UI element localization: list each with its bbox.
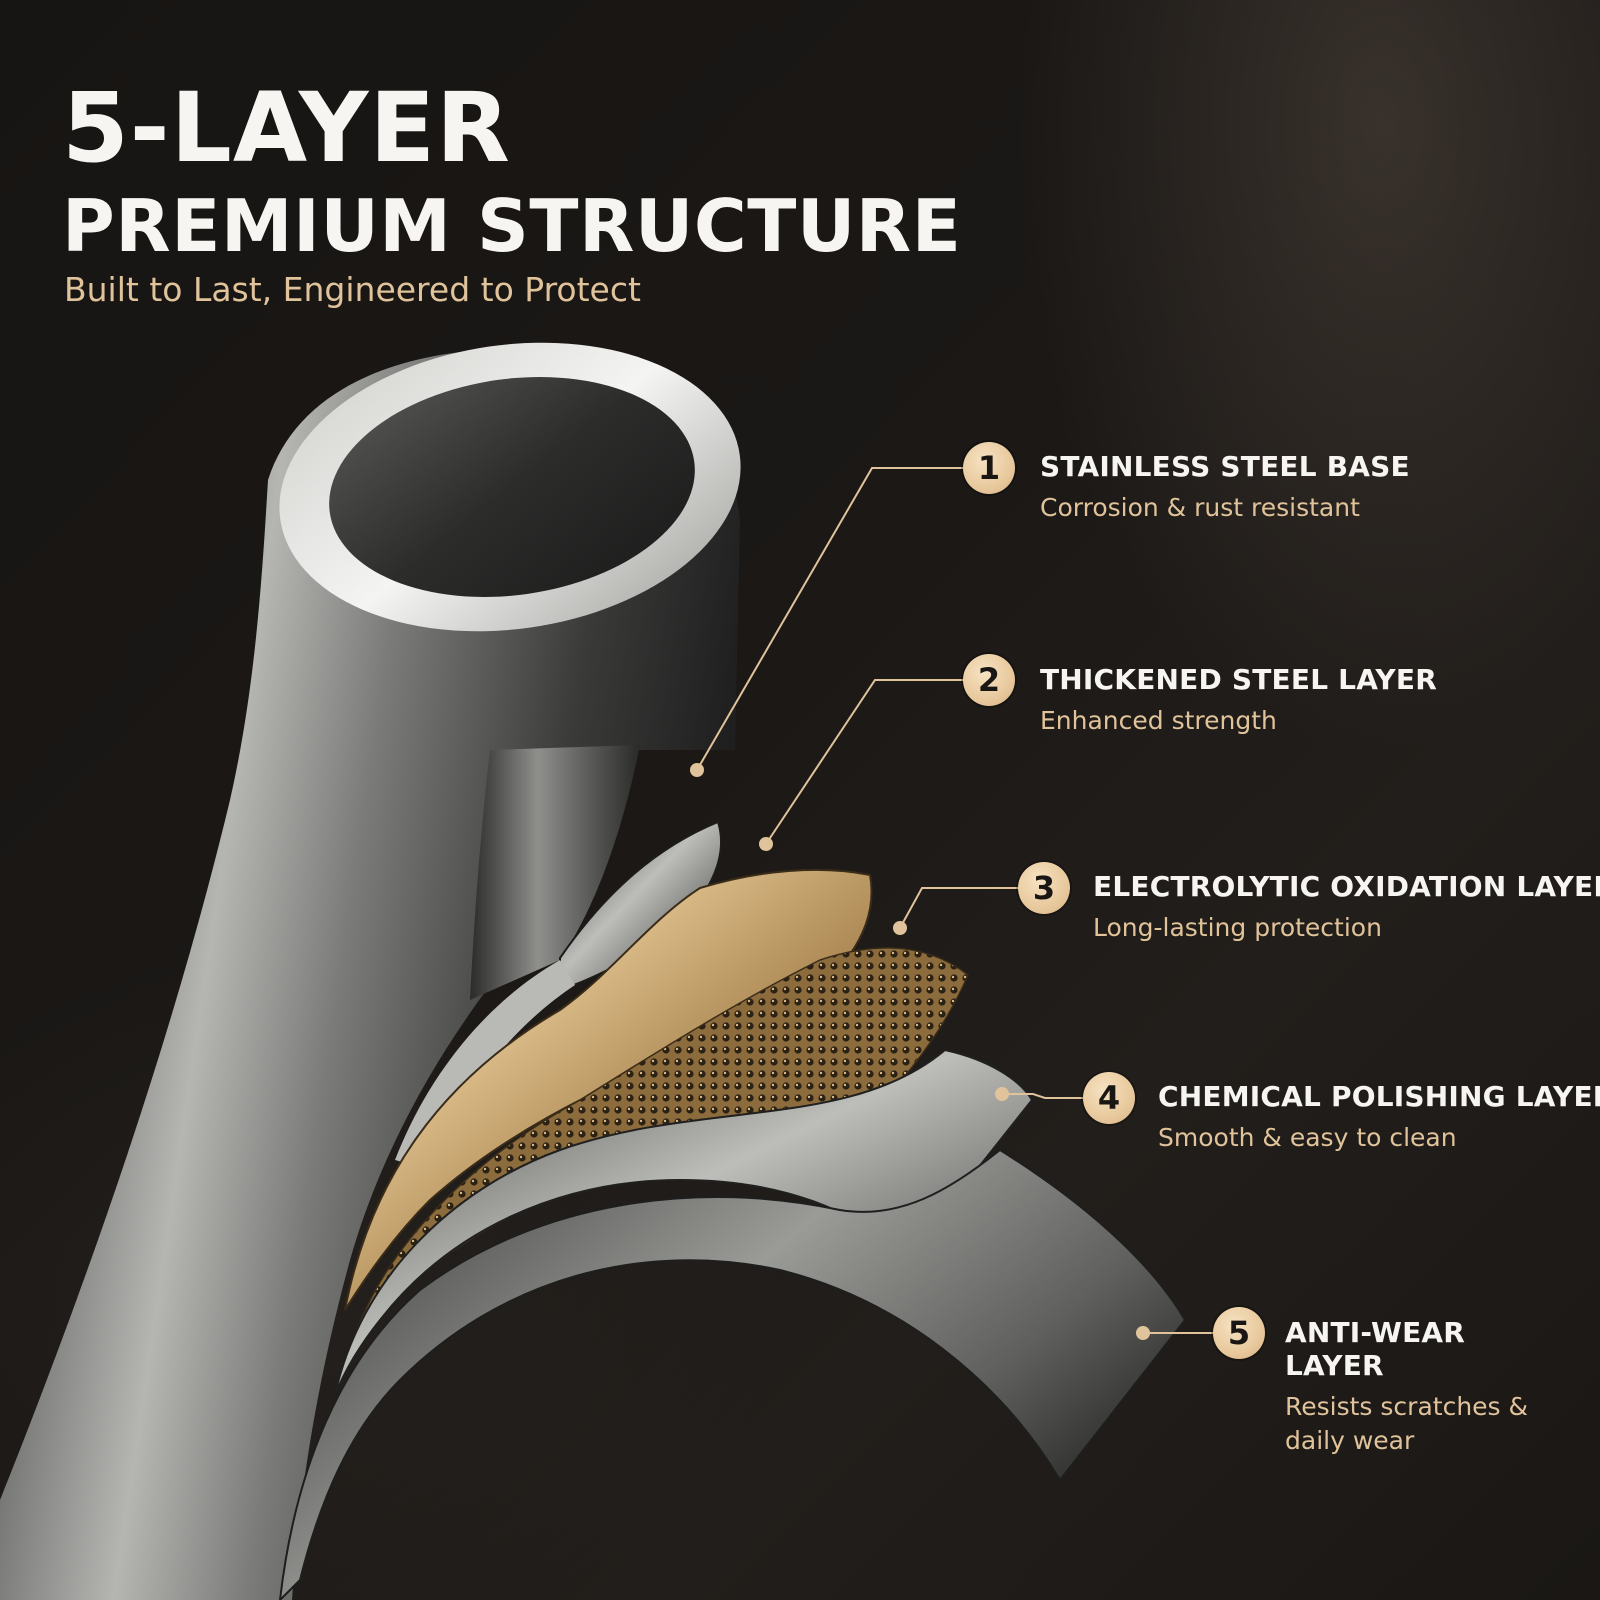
leader-line-1 [696,467,967,771]
leader-line-3 [899,887,1020,929]
layer-title-4: CHEMICAL POLISHING LAYER [1158,1080,1600,1113]
outer-pipe-body [0,348,740,1600]
layer-number-badge-5: 5 [1213,1307,1265,1359]
anchor-dot-4 [995,1087,1009,1101]
layer-callout-2: THICKENED STEEL LAYER Enhanced strength [1040,663,1437,738]
layer-description-4: Smooth & easy to clean [1158,1123,1457,1152]
inner-pipe [470,745,640,1000]
headline-line-2: PREMIUM STRUCTURE [62,184,962,268]
tagline: Built to Last, Engineered to Protect [64,270,641,309]
layer-electrolytic-oxidation [344,868,873,1311]
anchor-dot-3 [893,921,907,935]
layer-title-1: STAINLESS STEEL BASE [1040,450,1410,483]
layer-number-badge-4: 4 [1083,1072,1135,1124]
layer-callout-5: ANTI-WEAR LAYER Resists scratches & dail… [1285,1316,1545,1458]
layer-anti-wear [278,1148,1187,1600]
leader-line-2 [765,679,967,845]
layer-callout-4: CHEMICAL POLISHING LAYER Smooth & easy t… [1158,1080,1600,1155]
leader-line-4 [1002,1093,1083,1099]
layer-title-5: ANTI-WEAR LAYER [1285,1316,1466,1382]
anchor-dot-2 [759,837,773,851]
layer-callout-3: ELECTROLYTIC OXIDATION LAYER Long-lastin… [1093,870,1600,945]
anchor-dot-5 [1136,1326,1150,1340]
layer-description-2: Enhanced strength [1040,706,1277,735]
layer-title-3: ELECTROLYTIC OXIDATION LAYER [1093,870,1600,903]
layer-description-1: Corrosion & rust resistant [1040,493,1360,522]
layer-description-5: Resists scratches & daily wear [1285,1392,1529,1455]
layer-number-badge-1: 1 [963,442,1015,494]
layer-description-3: Long-lasting protection [1093,913,1382,942]
pipe-bore [329,377,695,597]
anchor-dot-1 [690,763,704,777]
headline-line-1: 5-LAYER [62,72,511,184]
layer-number-badge-3: 3 [1018,862,1070,914]
layer-callout-1: STAINLESS STEEL BASE Corrosion & rust re… [1040,450,1410,525]
layer-number-badge-2: 2 [963,654,1015,706]
layer-title-2: THICKENED STEEL LAYER [1040,663,1437,696]
